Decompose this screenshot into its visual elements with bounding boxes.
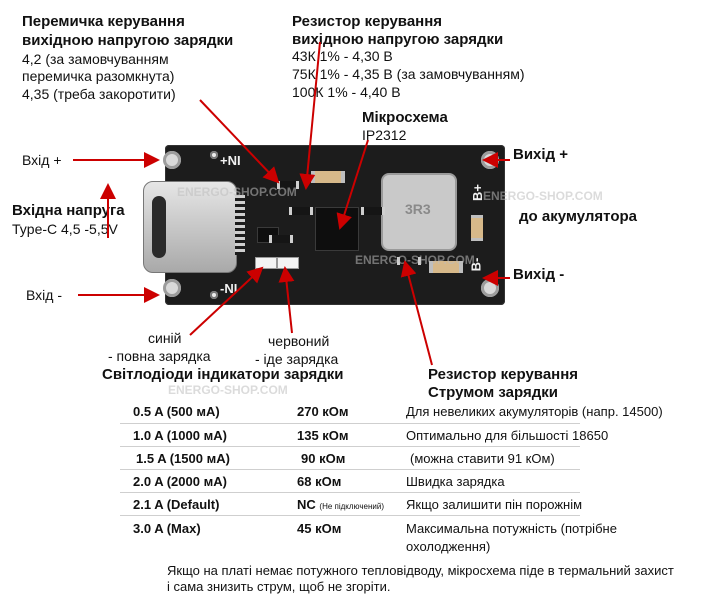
table-divider xyxy=(120,469,580,470)
output-plus-label: Вихід + xyxy=(513,146,568,164)
table-divider xyxy=(120,515,580,516)
table-divider xyxy=(120,492,580,493)
voltage-resistor-option-3: 100К 1% - 4,40 В xyxy=(292,84,401,101)
jumper-title-line2: вихідною напругою зарядки xyxy=(22,32,233,50)
table-divider xyxy=(120,446,580,447)
resistor xyxy=(361,207,385,215)
output-minus-label: Вихід - xyxy=(513,266,564,284)
leds-title: Світлодіоди індикатори зарядки xyxy=(102,366,343,384)
blue-led-description: - повна зарядка xyxy=(108,348,211,365)
current-resistor-title-line1: Резистор керування xyxy=(428,366,578,384)
table-row-current: 0.5 A (500 мА) xyxy=(133,404,220,420)
red-led xyxy=(277,257,299,269)
watermark: ENERGO-SHOP.COM xyxy=(355,253,475,267)
table-row-resistor: 90 кОм xyxy=(301,451,345,467)
blue-led-label: синій xyxy=(148,330,181,347)
input-voltage-title: Вхідна напруга xyxy=(12,202,125,220)
input-plus-label: Вхід + xyxy=(22,152,62,169)
table-row-note-continued: охолодження) xyxy=(406,539,490,555)
battery-minus-pad xyxy=(481,279,499,297)
table-row-resistor: 135 кОм xyxy=(297,428,349,444)
to-battery-label: до акумулятора xyxy=(519,208,637,226)
table-row-current: 2.1 A (Default) xyxy=(133,497,219,513)
watermark: ENERGO-SHOP.COM xyxy=(177,185,297,199)
resistor-value: NC xyxy=(297,497,316,512)
voltage-resistor-option-1: 43К 1% - 4,30 В xyxy=(292,48,393,65)
table-row-resistor: 68 кОм xyxy=(297,474,341,490)
input-voltage-value: Type-C 4,5 -5,5V xyxy=(12,221,118,238)
jumper-option-3: 4,35 (треба закоротити) xyxy=(22,86,176,103)
usb-c-port-opening xyxy=(152,196,166,258)
table-row-note: Для невеликих акумуляторів (напр. 14500) xyxy=(406,404,663,420)
capacitor xyxy=(471,215,483,241)
input-minus-pad xyxy=(163,279,181,297)
table-row-resistor: 45 кОм xyxy=(297,521,341,537)
mount-hole xyxy=(210,151,218,159)
input-minus-label: Вхід - xyxy=(26,287,62,304)
footer-line1: Якщо на платі немає потужного тепловідво… xyxy=(167,563,674,579)
inductor-marking: 3R3 xyxy=(405,201,431,217)
resistor xyxy=(269,235,293,243)
voltage-resistor-option-2: 75К 1% - 4,35 В (за замовчуванням) xyxy=(292,66,525,83)
usb-pins xyxy=(235,195,245,255)
input-plus-pad xyxy=(163,151,181,169)
table-row-current: 1.0 A (1000 мА) xyxy=(133,428,227,444)
table-row-note: Максимальна потужність (потрібне xyxy=(406,521,617,537)
table-row-current: 2.0 A (2000 мА) xyxy=(133,474,227,490)
watermark: ENERGO-SHOP.COM xyxy=(483,189,603,203)
voltage-resistor-title-line2: вихідною напругою зарядки xyxy=(292,31,503,49)
table-row-resistor: NC (Не підключений) xyxy=(297,497,384,515)
jumper-option-1: 4,2 (за замовчуванням xyxy=(22,51,169,68)
jumper-title-line1: Перемичка керування xyxy=(22,13,185,31)
chip-title: Мікросхема xyxy=(362,109,448,127)
silk-input-plus: +NI xyxy=(220,153,241,168)
watermark: ENERGO-SHOP.COM xyxy=(168,383,288,397)
resistor-note: (Не підключений) xyxy=(319,502,384,511)
silk-input-minus: -NI xyxy=(220,281,237,296)
jumper-option-2: перемичка разомкнута) xyxy=(22,68,174,85)
table-row-current: 1.5 A (1500 мА) xyxy=(136,451,230,467)
table-row-note: Оптимально для більшості 18650 xyxy=(406,428,608,444)
red-led-label: червоний xyxy=(268,333,329,350)
table-row-note: Швидка зарядка xyxy=(406,474,505,490)
table-row-note: Якщо залишити пін порожнім xyxy=(406,497,582,513)
mount-hole xyxy=(210,291,218,299)
table-row-note: (можна ставити 91 кОм) xyxy=(410,451,555,467)
chip-name: IP2312 xyxy=(362,127,406,144)
table-divider xyxy=(120,423,580,424)
ip2312-chip xyxy=(315,207,359,251)
footer-line2: і сама знизить струм, щоб не згоріти. xyxy=(167,579,390,595)
capacitor xyxy=(311,171,345,183)
battery-plus-pad xyxy=(481,151,499,169)
table-row-resistor: 270 кОм xyxy=(297,404,349,420)
inductor: 3R3 xyxy=(381,173,457,251)
voltage-resistor-title-line1: Резистор керування xyxy=(292,13,442,31)
blue-led xyxy=(255,257,277,269)
current-resistor-title-line2: Струмом зарядки xyxy=(428,384,558,402)
charger-board: +NI -NI B+ B- 3R3 ENERGO-SHOP.COM ENERGO… xyxy=(165,145,505,305)
table-row-current: 3.0 A (Max) xyxy=(133,521,201,537)
resistor xyxy=(289,207,313,215)
